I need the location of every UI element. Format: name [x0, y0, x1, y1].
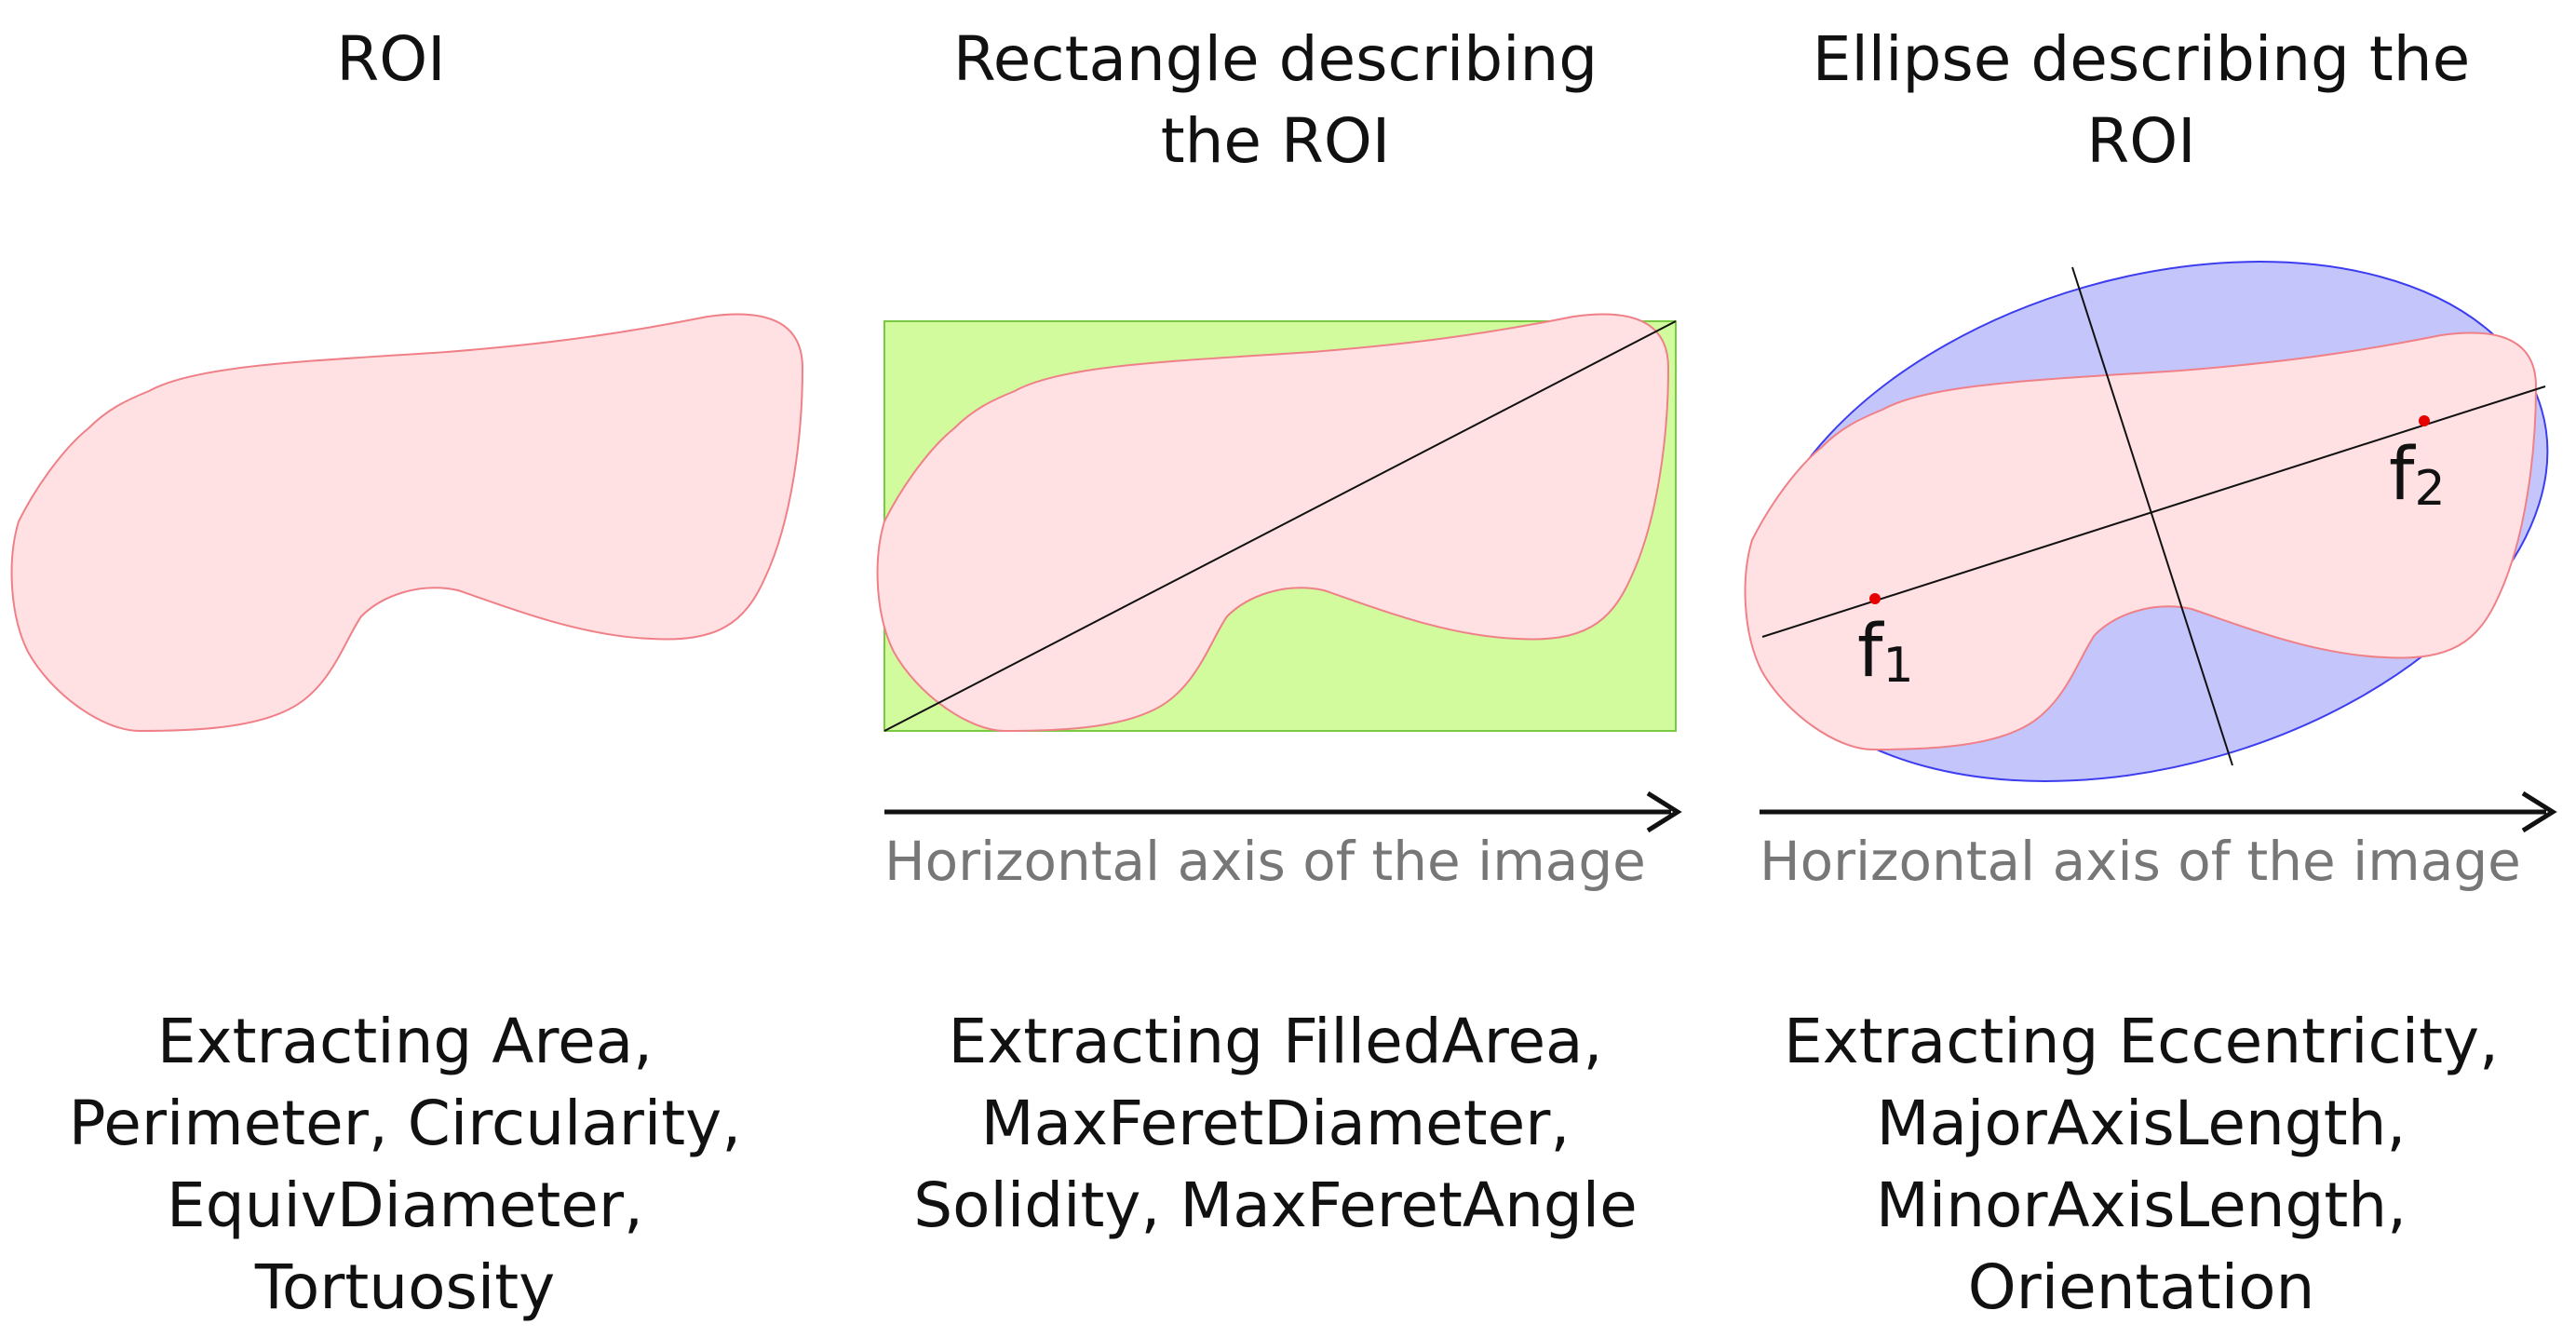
rectangle-panel	[876, 313, 1682, 833]
panel-title-rectangle: Rectangle describing the ROI	[952, 23, 1598, 177]
focus-1-index: 1	[1882, 638, 1914, 694]
minor-axis-line	[2071, 266, 2233, 766]
focus-label-2: f2	[2389, 438, 2446, 526]
horizontal-axis-label-rectangle: Horizontal axis of the image	[884, 830, 1646, 893]
panel-title-ellipse: Ellipse describing the ROI	[1812, 23, 2471, 177]
focus-2-letter: f	[2389, 433, 2415, 517]
caption-rectangle: Extracting FilledArea, MaxFeretDiameter,…	[913, 1006, 1638, 1241]
roi-panel-1-shape	[10, 313, 804, 733]
caption-ellipse: Extracting Eccentricity, MajorAxisLength…	[1783, 1006, 2500, 1323]
major-axis-line	[1761, 385, 2546, 638]
horizontal-axis-label-ellipse: Horizontal axis of the image	[1760, 830, 2521, 893]
arrowhead-icon-2	[2521, 791, 2557, 833]
panel-title-roi: ROI	[336, 23, 446, 95]
caption-roi: Extracting Area, Perimeter, Circularity,…	[68, 1006, 742, 1323]
focus-point-1	[1869, 593, 1881, 604]
focus-1-letter: f	[1857, 610, 1883, 694]
max-feret-diameter-line	[883, 320, 1677, 732]
focus-label-1: f1	[1857, 615, 1914, 703]
focus-point-2	[2419, 415, 2430, 426]
focus-2-index: 2	[2414, 461, 2446, 517]
ellipse-panel	[1744, 261, 2557, 833]
roi-blob	[10, 313, 804, 733]
roi-blob-in-rectangle	[876, 313, 1670, 733]
roi-blob-in-ellipse	[1744, 331, 2538, 751]
arrowhead-icon	[1646, 791, 1682, 833]
